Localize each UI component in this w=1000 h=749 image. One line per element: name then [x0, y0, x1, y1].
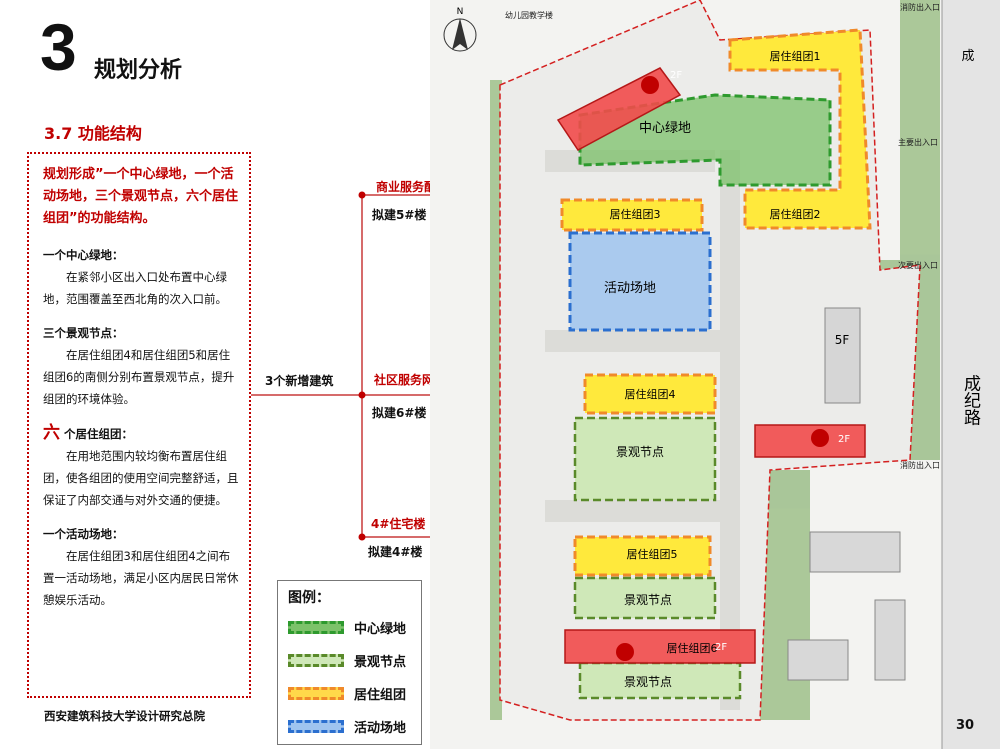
footer-organization: 西安建筑科技大学设计研究总院 [44, 709, 205, 723]
callout-community-sub: 拟建6#楼 [372, 406, 427, 420]
label-2f-c: 2F [715, 642, 727, 653]
activity-text: 在居住组团3和居住组团4之间布置一活动场地，满足小区内居民日常休憩娱乐活动。 [43, 549, 239, 607]
label-group-4: 居住组团4 [625, 387, 676, 401]
label-entry-main: 主要出入口 [898, 137, 938, 147]
callout-residential-sub: 拟建4#楼 [368, 545, 423, 559]
legend-label: 活动场地 [354, 721, 407, 736]
activity-heading: 一个活动场地： [43, 527, 124, 541]
label-node-3: 景观节点 [624, 675, 672, 689]
groups-heading-rest: 个居住组团： [60, 427, 134, 441]
label-activity-field: 活动场地 [604, 281, 656, 296]
legend-item: 中心绿地 [288, 611, 411, 644]
page-number: 30 [956, 718, 975, 733]
chapter-number: 3 [40, 10, 77, 84]
groups-text: 在用地范围内较均衡布置居住组团，使各组团的使用空间完整舒适，且保证了内部交通与对… [43, 449, 239, 507]
nodes-text: 在居住组团4和居住组团5和居住组团6的南侧分别布置景观节点，提升组团的环境体验。 [43, 348, 235, 406]
label-road-top: 成 [961, 49, 974, 64]
label-entry-fire-2: 消防出入口 [900, 460, 940, 470]
section-title: 3.7 功能结构 [44, 124, 142, 143]
legend-swatch-activity [288, 720, 344, 733]
groups-heading: 六 个居住组团： [43, 422, 241, 445]
legend-item: 居住组团 [288, 677, 411, 710]
green-text: 在紧邻小区出入口处布置中心绿地，范围覆盖至西北角的次入口前。 [43, 270, 227, 306]
north-arrow-icon: N [443, 7, 477, 52]
label-node-2: 景观节点 [624, 593, 672, 607]
legend: 图例： 中心绿地 景观节点 居住组团 活动场地 [277, 580, 422, 745]
description-box: 规划形成”一个中心绿地，一个活动场地，三个景观节点，六个居住组团”的功能结构。 … [27, 152, 251, 698]
site-plan: 中心绿地 活动场地 景观节点 景观节点 景观节点 居住组团1 居住组团2 居住组… [430, 0, 1000, 749]
label-road: 成纪路 [960, 374, 981, 425]
callout-commercial-sub: 拟建5#楼 [372, 208, 427, 222]
legend-title: 图例： [288, 590, 330, 606]
groups-heading-big: 六 [43, 423, 60, 443]
label-2f-b: 2F [838, 434, 850, 445]
label-central-green: 中心绿地 [639, 121, 691, 136]
callout-residential: 4#住宅楼 [371, 517, 426, 531]
legend-item: 活动场地 [288, 710, 411, 743]
label-kindergarten: 幼儿园教学楼 [505, 10, 553, 20]
label-entry-sub: 次要出入口 [898, 260, 938, 270]
lead-text: 规划形成”一个中心绿地，一个活动场地，三个景观节点，六个居住组团”的功能结构。 [43, 167, 239, 226]
label-north: N [457, 7, 464, 17]
label-group-6: 居住组团6 [667, 641, 718, 655]
legend-item: 景观节点 [288, 644, 411, 677]
legend-swatch-landscape-node [288, 654, 344, 667]
chapter-title: 规划分析 [94, 58, 183, 83]
label-group-3: 居住组团3 [610, 207, 661, 221]
label-5f: 5F [835, 333, 850, 347]
callout-new-buildings: 3个新增建筑 [265, 374, 334, 388]
label-node-1: 景观节点 [616, 445, 664, 459]
nodes-heading: 三个景观节点： [43, 326, 124, 340]
legend-label: 中心绿地 [354, 622, 407, 637]
label-group-5: 居住组团5 [627, 547, 678, 561]
green-heading: 一个中心绿地： [43, 248, 124, 262]
legend-label: 景观节点 [354, 655, 407, 670]
legend-swatch-central-green [288, 621, 344, 634]
label-group-2: 居住组团2 [770, 207, 821, 221]
label-group-1: 居住组团1 [770, 49, 821, 63]
label-entry-fire: 消防出入口 [900, 2, 940, 12]
legend-swatch-residential [288, 687, 344, 700]
label-2f-a: 2F [670, 70, 682, 81]
legend-label: 居住组团 [354, 688, 407, 703]
